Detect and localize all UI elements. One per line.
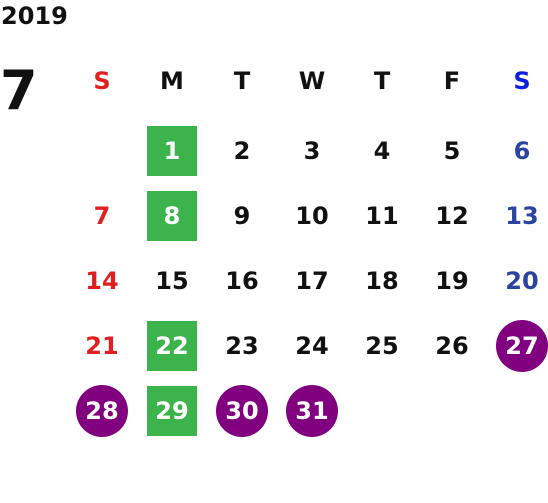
calendar-day-2[interactable]: 2 <box>233 136 251 165</box>
green-highlight-box: 1 <box>147 125 197 176</box>
calendar-day-22[interactable]: 22 <box>137 313 207 378</box>
weekday-header-fri: F <box>443 66 461 95</box>
calendar-day-30[interactable]: 30 <box>207 378 277 443</box>
calendar-day-4[interactable]: 4 <box>373 136 391 165</box>
calendar-day-13[interactable]: 13 <box>505 201 539 230</box>
purple-highlight-circle: 27 <box>496 319 548 372</box>
calendar-day-31[interactable]: 31 <box>277 378 347 443</box>
calendar-day-27[interactable]: 27 <box>487 313 548 378</box>
calendar-day-7[interactable]: 7 <box>93 201 111 230</box>
calendar-day-12[interactable]: 12 <box>435 201 469 230</box>
calendar-day-11[interactable]: 11 <box>365 201 399 230</box>
calendar-day-15[interactable]: 15 <box>155 266 189 295</box>
calendar-day-9[interactable]: 9 <box>233 201 251 230</box>
weekday-header-wed: W <box>298 66 326 95</box>
calendar-day-6[interactable]: 6 <box>513 136 531 165</box>
weekday-header-thu: T <box>373 66 391 95</box>
calendar-day-17[interactable]: 17 <box>295 266 329 295</box>
calendar-day-16[interactable]: 16 <box>225 266 259 295</box>
calendar-day-19[interactable]: 19 <box>435 266 469 295</box>
calendar-day-26[interactable]: 26 <box>435 331 469 360</box>
green-highlight-box: 29 <box>147 385 197 436</box>
year-label: 2019 <box>1 2 68 30</box>
calendar-day-23[interactable]: 23 <box>225 331 259 360</box>
weekday-header-tue: T <box>233 66 251 95</box>
calendar-day-20[interactable]: 20 <box>505 266 539 295</box>
green-highlight-box: 22 <box>147 320 197 371</box>
purple-highlight-circle: 31 <box>286 384 338 437</box>
calendar-day-10[interactable]: 10 <box>295 201 329 230</box>
weekday-header-sat: S <box>513 66 531 95</box>
weekday-header-sun: S <box>93 66 111 95</box>
calendar-day-21[interactable]: 21 <box>85 331 119 360</box>
calendar-day-5[interactable]: 5 <box>443 136 461 165</box>
calendar-day-18[interactable]: 18 <box>365 266 399 295</box>
calendar-day-25[interactable]: 25 <box>365 331 399 360</box>
calendar-day-1[interactable]: 1 <box>137 118 207 183</box>
calendar-day-28[interactable]: 28 <box>67 378 137 443</box>
calendar-day-24[interactable]: 24 <box>295 331 329 360</box>
green-highlight-box: 8 <box>147 190 197 241</box>
calendar-day-29[interactable]: 29 <box>137 378 207 443</box>
weekday-header-mon: M <box>160 66 184 95</box>
calendar-day-3[interactable]: 3 <box>303 136 321 165</box>
calendar-day-8[interactable]: 8 <box>137 183 207 248</box>
purple-highlight-circle: 28 <box>76 384 128 437</box>
calendar-day-14[interactable]: 14 <box>85 266 119 295</box>
purple-highlight-circle: 30 <box>216 384 268 437</box>
month-label: 7 <box>0 59 38 122</box>
